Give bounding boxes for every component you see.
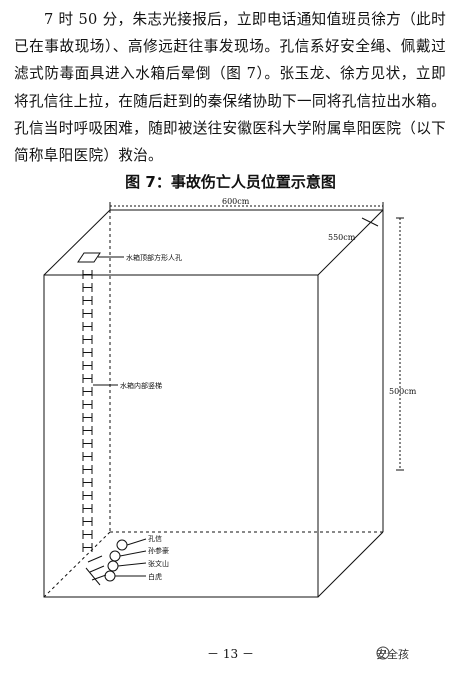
person-2-head: [109, 550, 121, 562]
person-3-head: [107, 560, 119, 572]
ladder-rung: [82, 387, 93, 396]
ladder-rung: [82, 439, 93, 448]
body-paragraph: 7 时 50 分，朱志光接报后，立即电话通知值班员徐方（此时已在事故现场）、高修…: [14, 6, 446, 169]
ladder-rung: [82, 270, 93, 279]
page-number: － 13 －: [207, 647, 254, 661]
ladder-rung: [82, 296, 93, 305]
manhole: [77, 252, 101, 263]
ladder-rung: [82, 543, 93, 552]
front-face: [43, 274, 319, 598]
ladder-rung: [82, 530, 93, 539]
ladder-rung: [82, 426, 93, 435]
depth-top-left: [43, 209, 111, 276]
ladder-rung: [82, 335, 93, 344]
ladder-rung: [82, 413, 93, 422]
ladder-rung: [82, 517, 93, 526]
ladder-rung: [82, 400, 93, 409]
watermark: 安全孩: [376, 646, 409, 662]
ladder-label: 水箱内部竖梯: [120, 381, 162, 390]
ladder-rung: [82, 283, 93, 292]
person-label-2: 孙参豪: [148, 546, 169, 555]
ladder-rung: [82, 361, 93, 370]
person-label-4: 白虎: [148, 572, 162, 581]
ladder-rung: [82, 348, 93, 357]
dim-depth-line: [361, 217, 379, 227]
persons-cluster: [85, 538, 147, 586]
ladder-rung: [82, 504, 93, 513]
hatch-label: 水箱顶部方形人孔: [126, 253, 182, 262]
ladder-rung: [82, 491, 93, 500]
person-4-head: [104, 570, 116, 582]
depth-top-right: [317, 209, 384, 276]
dim-height-label: 500cm: [389, 387, 417, 396]
dim-width-label: 600cm: [222, 197, 250, 206]
ladder-rung: [82, 322, 93, 331]
ladder-rung: [82, 452, 93, 461]
person-label-1: 孔信: [148, 534, 162, 543]
depth-bottom-left: [43, 531, 111, 598]
ladder: [82, 270, 93, 552]
body-text: 7 时 50 分，朱志光接报后，立即电话通知值班员徐方（此时已在事故现场）、高修…: [14, 11, 446, 165]
ladder-rung: [82, 374, 93, 383]
person-kongxin-head: [116, 539, 128, 551]
watermark-text: 安全孩: [376, 648, 409, 661]
wechat-icon: [376, 646, 390, 660]
ladder-rung: [82, 465, 93, 474]
figure-caption: 图 7：事故伤亡人员位置示意图: [125, 173, 336, 191]
ladder-rung: [82, 478, 93, 487]
ladder-rung: [82, 309, 93, 318]
person-label-3: 张文山: [148, 559, 169, 568]
depth-bottom-right: [317, 531, 384, 598]
dim-depth-label: 550cm: [328, 233, 356, 242]
